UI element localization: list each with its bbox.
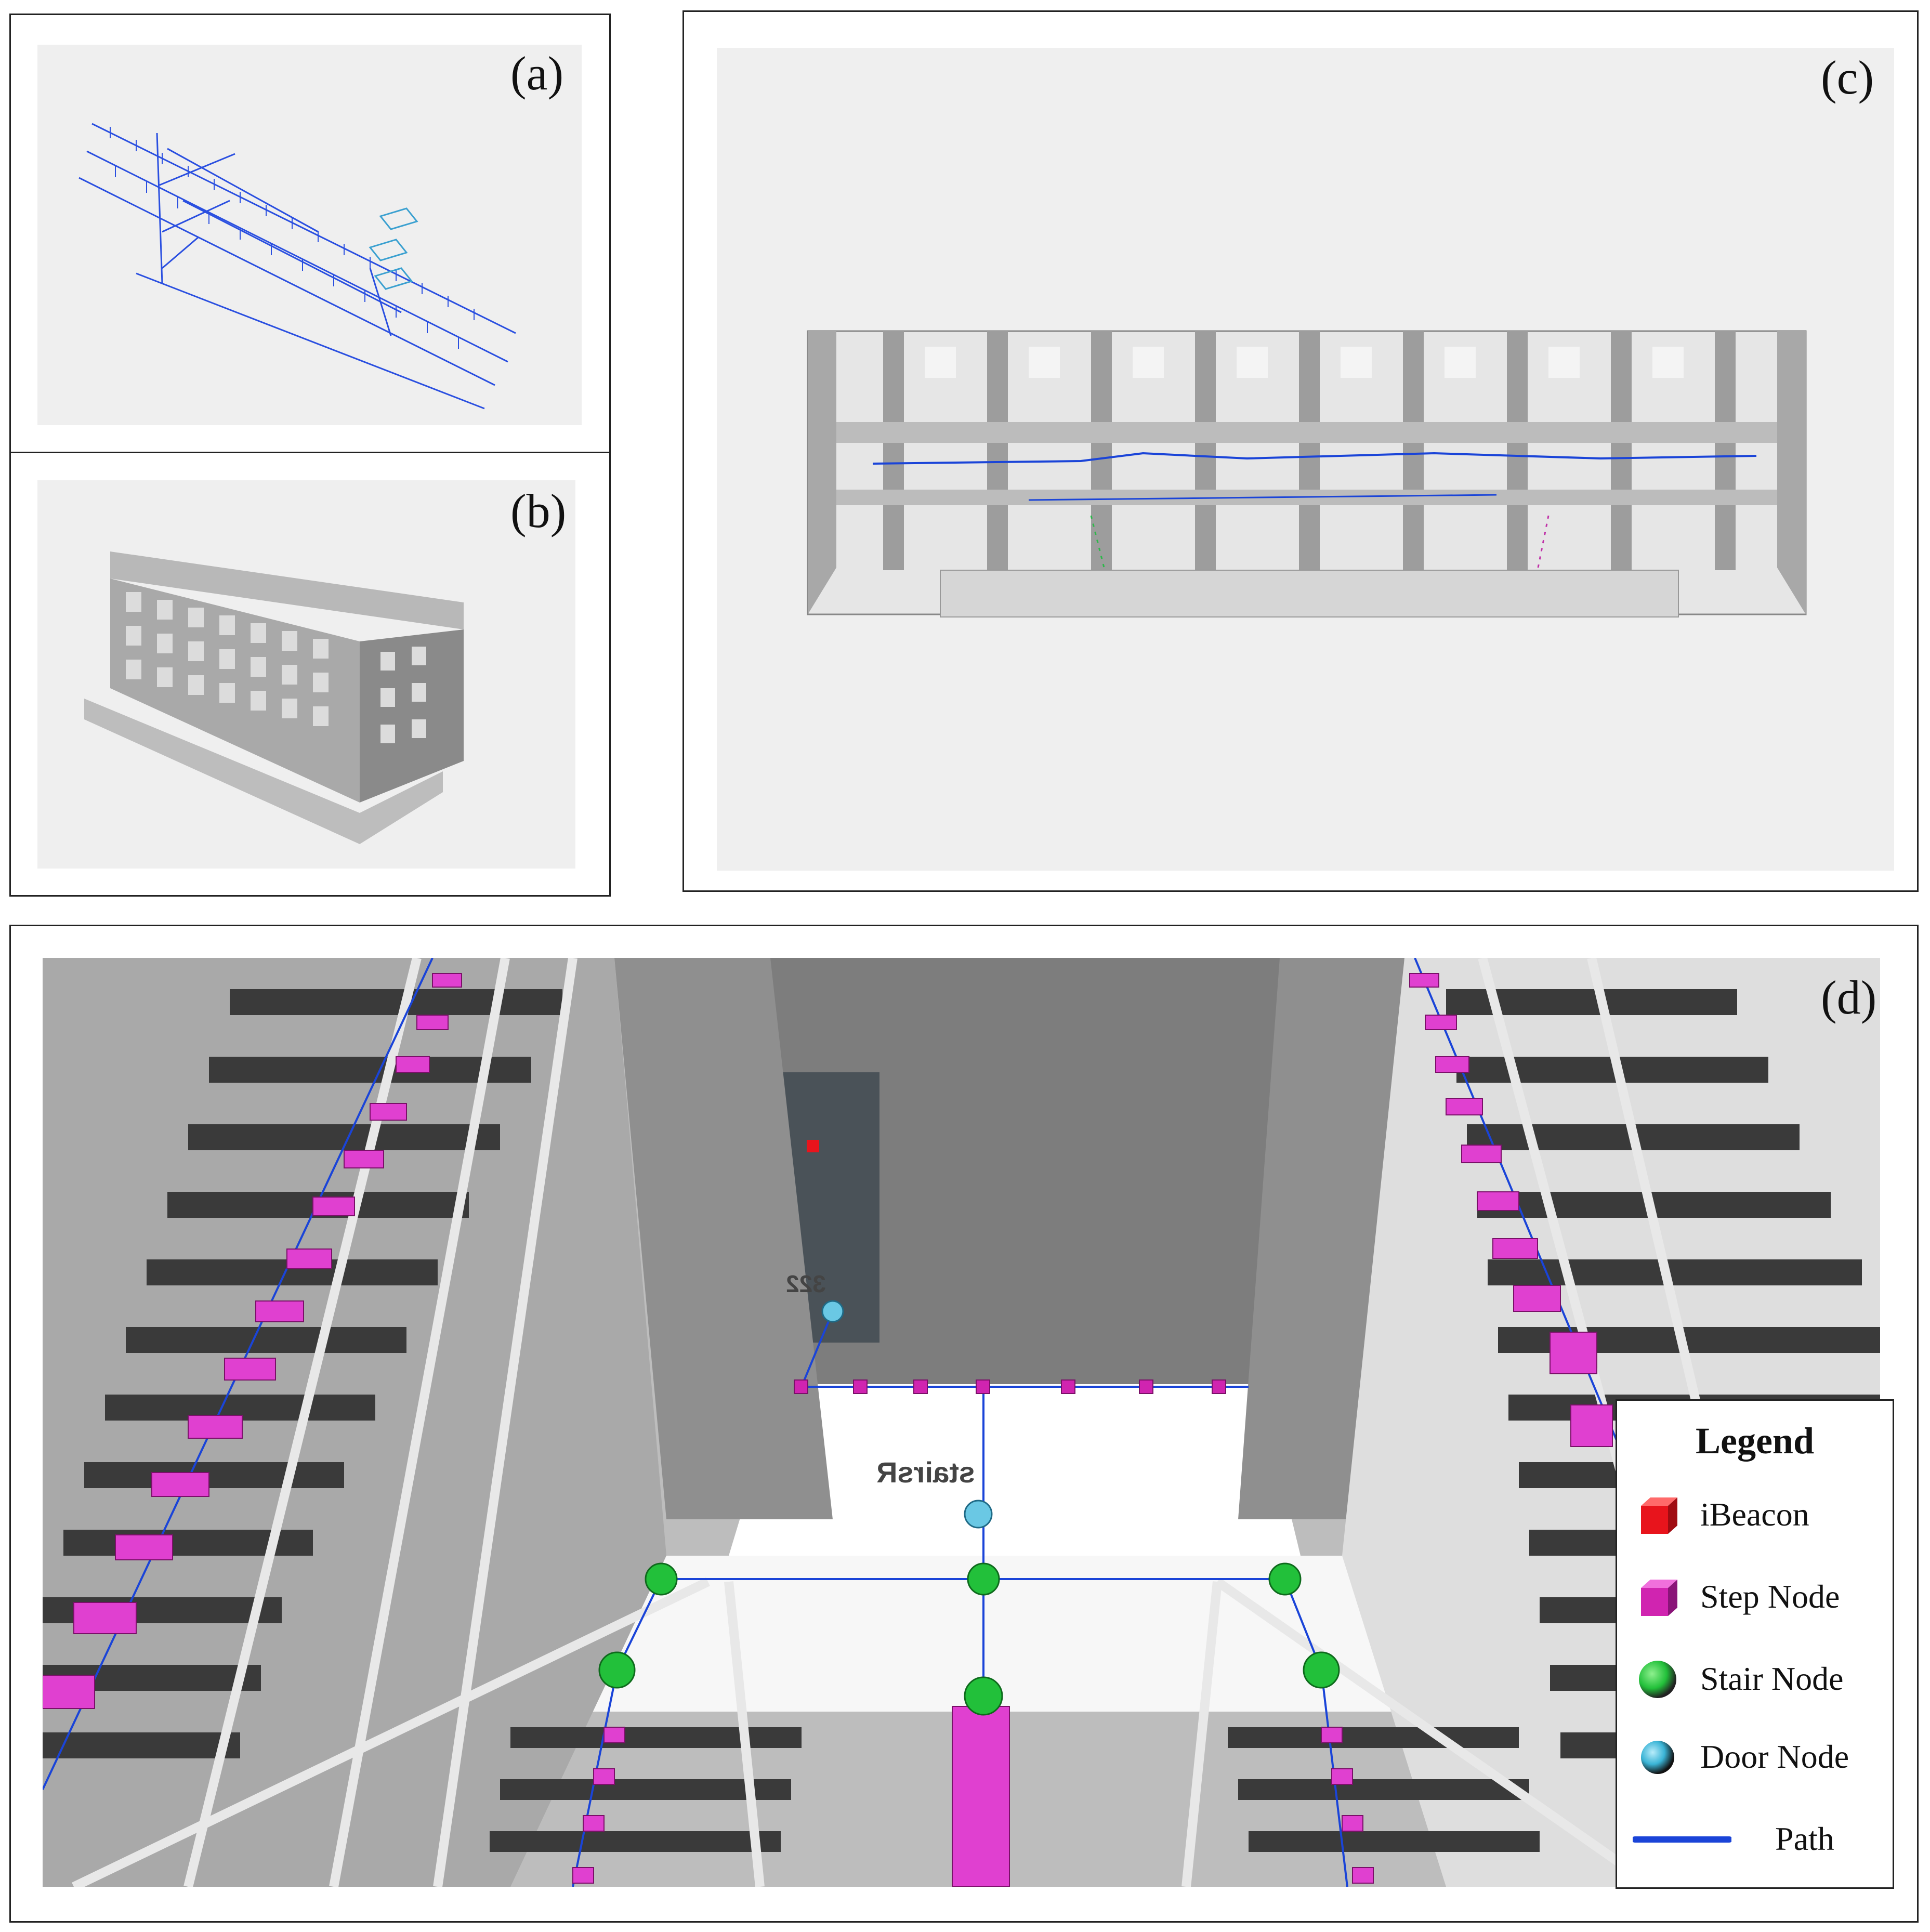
legend-item-step-node: Step Node bbox=[1617, 1566, 1893, 1628]
legend-item-ibeacon: iBeacon bbox=[1617, 1484, 1893, 1546]
cyan-sphere-icon bbox=[1641, 1741, 1674, 1774]
stairwell-3d-scene bbox=[43, 958, 1880, 1887]
red-cube-icon bbox=[1641, 1497, 1677, 1534]
panel-b-label: (b) bbox=[510, 484, 567, 537]
legend-item-stair-node: Stair Node bbox=[1617, 1648, 1893, 1711]
building-cutaway-with-path bbox=[807, 330, 1807, 617]
green-sphere-icon bbox=[1639, 1661, 1676, 1698]
panel-d-view bbox=[43, 958, 1880, 1887]
legend-label-step-node: Step Node bbox=[1700, 1578, 1840, 1615]
blue-line-icon bbox=[1633, 1836, 1731, 1843]
legend-label-door-node: Door Node bbox=[1700, 1738, 1849, 1775]
stairs-sign-mirrored: stairsR bbox=[876, 1456, 975, 1489]
ibeacon-marker bbox=[807, 1140, 819, 1152]
panel-a-view bbox=[37, 45, 582, 425]
panel-d-label: (d) bbox=[1821, 971, 1877, 1024]
building-3d-model bbox=[84, 551, 464, 844]
magenta-cube-icon bbox=[1641, 1580, 1677, 1616]
room-number-mirrored: 322 bbox=[786, 1270, 826, 1297]
legend-label-ibeacon: iBeacon bbox=[1700, 1496, 1809, 1533]
legend-item-path: Path bbox=[1617, 1808, 1893, 1871]
path-network-graph bbox=[78, 123, 516, 410]
legend-item-door-node: Door Node bbox=[1617, 1726, 1893, 1789]
panel-a-label: (a) bbox=[510, 47, 564, 100]
legend-box: Legend iBeacon Step Node Stair Node Door… bbox=[1616, 1399, 1894, 1889]
legend-label-path: Path bbox=[1775, 1820, 1834, 1857]
legend-label-stair-node: Stair Node bbox=[1700, 1660, 1844, 1697]
legend-title: Legend bbox=[1695, 1420, 1815, 1462]
panel-b-view bbox=[37, 480, 575, 869]
panel-c-label: (c) bbox=[1821, 51, 1874, 104]
panel-c-view bbox=[717, 48, 1894, 871]
